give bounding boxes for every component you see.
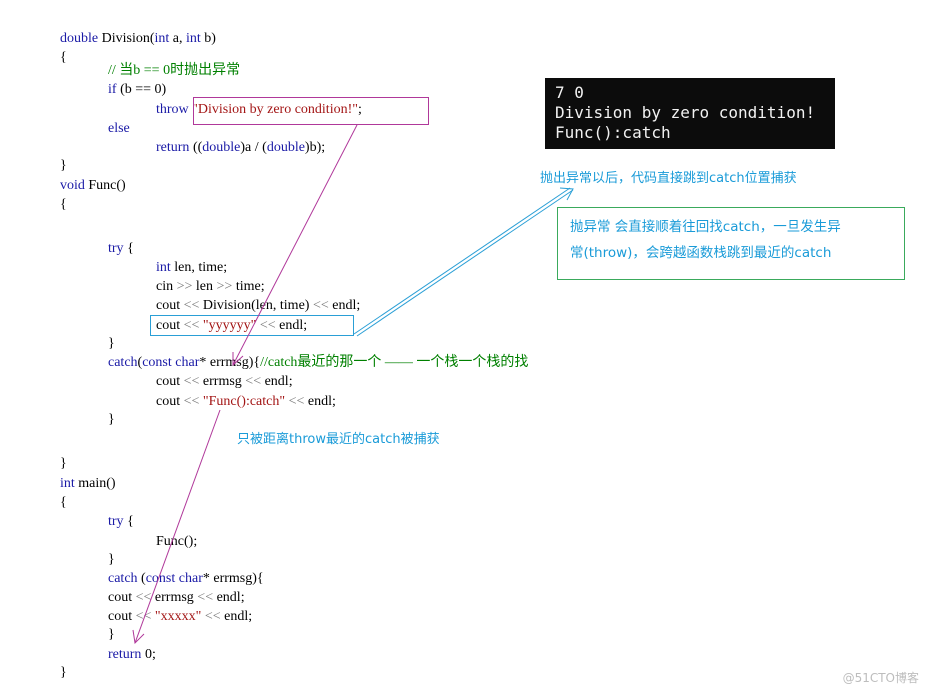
code-line: { — [60, 50, 67, 65]
yyyyyy-highlight-box — [150, 315, 354, 336]
yyyyyy-to-note-arrow-edge — [356, 189, 574, 337]
code-line: else — [108, 121, 130, 136]
code-line: try { — [108, 241, 134, 256]
code-line: void Func() — [60, 178, 126, 193]
code-line: } — [108, 412, 115, 427]
console-line: Division by zero condition! — [555, 103, 816, 122]
func-catch-to-main-arrow — [134, 409, 221, 644]
explanation-box: 抛异常 会直接顺着往回找catch，一旦发生异 常(throw)，会跨越函数栈跳… — [557, 207, 905, 280]
yyyyyy-to-note-arrow — [353, 187, 571, 335]
arrowhead-icon — [132, 629, 145, 645]
code-comment: // 当b == 0时抛出异常 — [108, 63, 241, 78]
code-line-catch: catch(const char* errmsg){//catch最近的那一个 … — [108, 355, 529, 370]
code-line: catch (const char* errmsg){ — [108, 571, 264, 586]
code-line: return ((double)a / (double)b); — [156, 140, 326, 155]
code-line: } — [60, 665, 67, 680]
code-line: int len, time; — [156, 260, 228, 275]
code-line: { — [60, 197, 67, 212]
code-line: } — [60, 456, 67, 471]
explanation-line: 抛异常 会直接顺着往回找catch，一旦发生异 — [570, 219, 841, 235]
code-line: } — [108, 336, 115, 351]
console-line: Func():catch — [555, 123, 671, 142]
arrowhead-icon — [232, 352, 244, 367]
code-line-yyyyyy: cout << "yyyyyy" << endl; — [156, 318, 308, 333]
code-line: if (b == 0) — [108, 82, 167, 97]
code-line: cout << Division(len, time) << endl; — [156, 298, 361, 313]
jump-note: 抛出异常以后，代码直接跳到catch位置捕获 — [540, 171, 797, 186]
explanation-line: 常(throw)，会跨越函数栈跳到最近的catch — [570, 245, 832, 261]
code-line: try { — [108, 514, 134, 529]
watermark: @51CTO博客 — [842, 671, 919, 685]
arrowhead-icon — [559, 187, 574, 201]
nearest-catch-note: 只被距离throw最近的catch被捕获 — [237, 432, 440, 447]
throw-highlight-box — [193, 97, 429, 125]
code-line: Func(); — [156, 534, 198, 549]
code-line: } — [60, 158, 67, 173]
throw-to-func-catch-arrow — [232, 124, 358, 366]
code-line: } — [108, 552, 115, 567]
code-line: double Division(int a, int b) — [60, 31, 216, 46]
code-line: } — [108, 627, 115, 642]
code-line-throw: throw "Division by zero condition!"; — [156, 102, 362, 117]
code-line: return 0; — [108, 647, 156, 662]
code-line: { — [60, 495, 67, 510]
console-line: 7 0 — [555, 83, 584, 102]
code-line: cout << errmsg << endl; — [108, 590, 245, 605]
console-output: 7 0 Division by zero condition! Func():c… — [545, 78, 835, 149]
code-line: cout << errmsg << endl; — [156, 374, 293, 389]
code-line: int main() — [60, 476, 116, 491]
code-line: cout << "xxxxx" << endl; — [108, 609, 253, 624]
code-line: cin >> len >> time; — [156, 279, 265, 294]
code-line: cout << "Func():catch" << endl; — [156, 394, 336, 409]
